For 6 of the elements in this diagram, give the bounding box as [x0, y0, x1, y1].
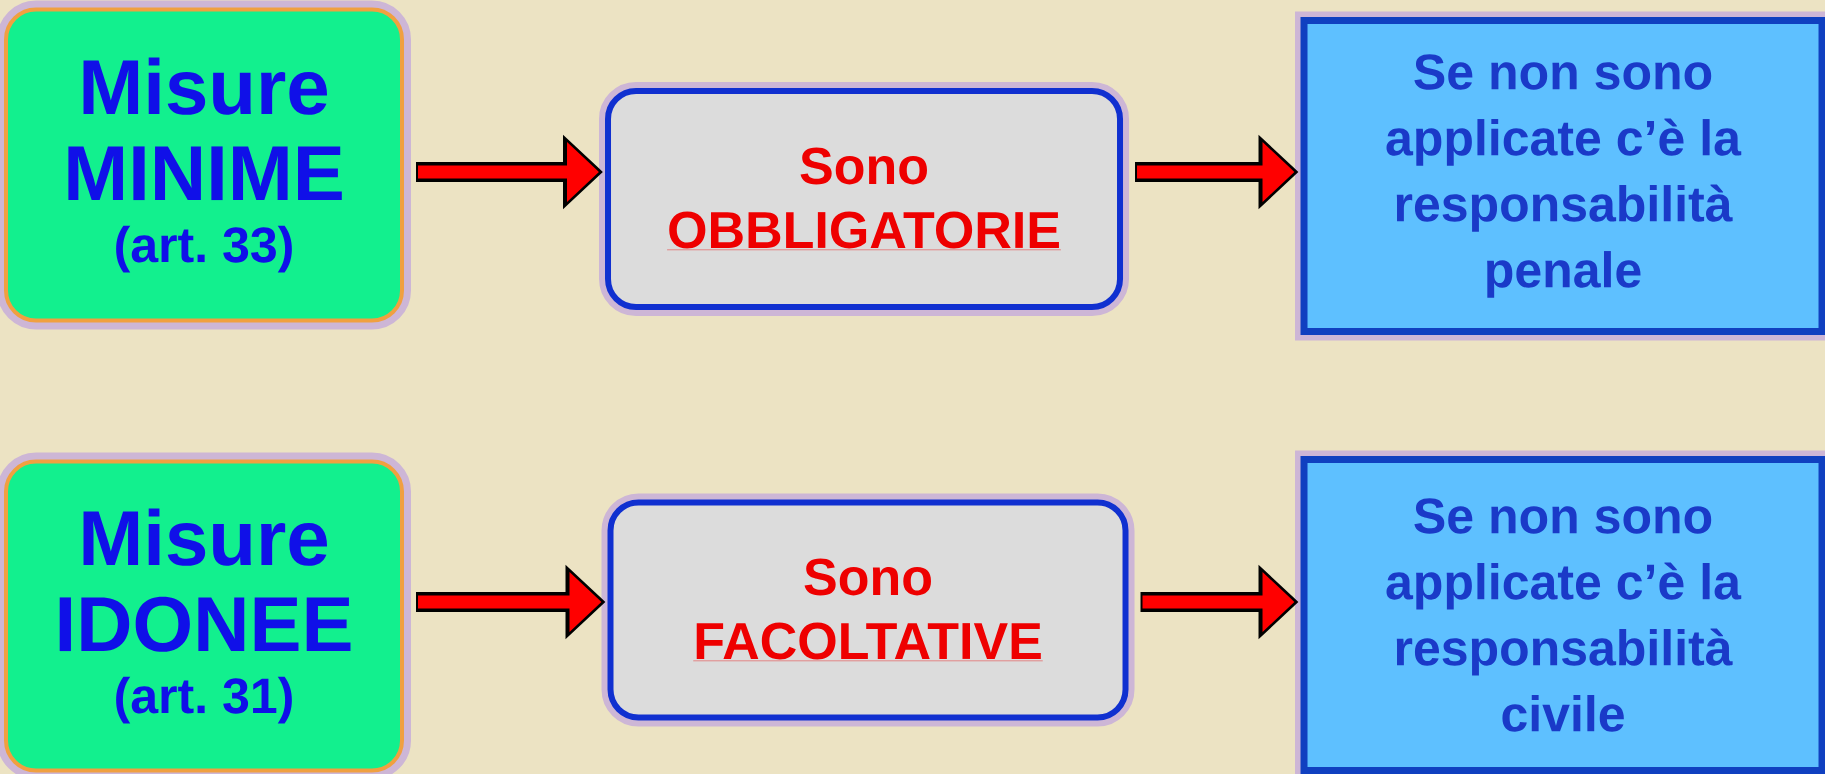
consequence-box: Se non sono applicate c’è la responsabilità civile	[1295, 450, 1825, 774]
measure-box: Misure MINIME (art. 33)	[0, 0, 411, 330]
status-box: Sono FACOLTATIVE	[601, 493, 1135, 727]
consequence-box: Se non sono applicate c’è la responsabilità penale	[1295, 11, 1825, 341]
status-box: Sono OBBLIGATORIE	[599, 82, 1129, 316]
measure-box: Misure IDONEE (art. 31)	[0, 452, 411, 774]
